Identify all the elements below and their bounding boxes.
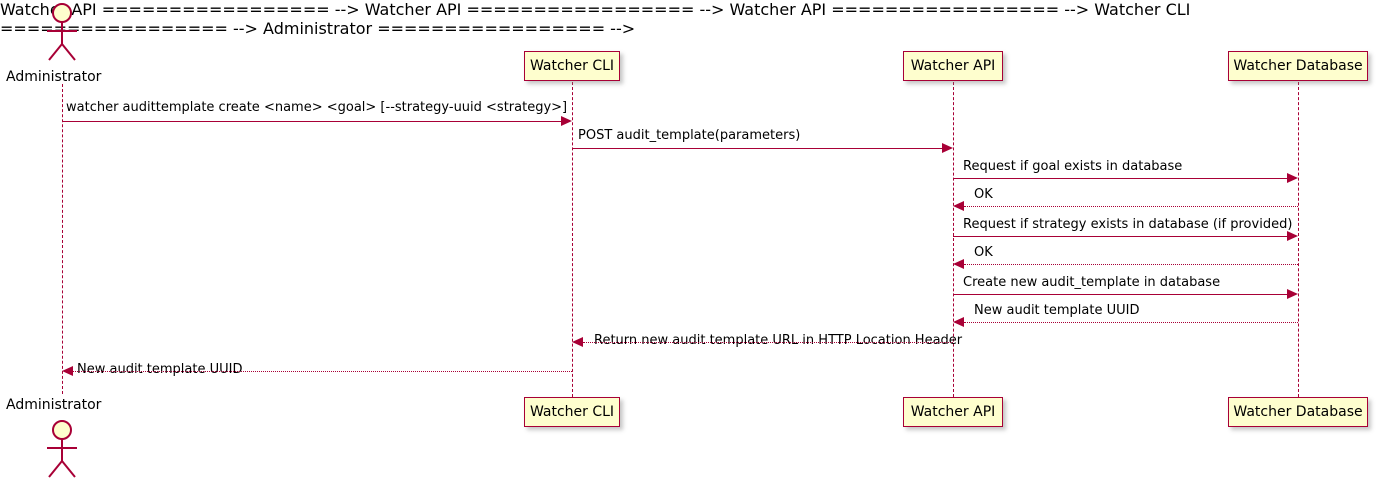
message-arrowhead-5	[1287, 231, 1298, 241]
message-label-10: New audit template UUID	[77, 362, 243, 377]
message-line-5	[953, 236, 1288, 237]
message-line-1	[62, 121, 562, 122]
participant-box-watcher-cli-bottom[interactable]: Watcher CLI	[524, 397, 620, 427]
actor-figure-icon	[47, 420, 77, 478]
message-arrowhead-10	[62, 366, 73, 376]
message-line-2	[572, 148, 943, 149]
message-label-9: Return new audit template URL in HTTP Lo…	[594, 333, 963, 348]
participant-box-watcher-api-top[interactable]: Watcher API	[903, 51, 1003, 81]
message-arrowhead-3	[1287, 173, 1298, 183]
participant-box-watcher-database-top[interactable]: Watcher Database	[1228, 51, 1368, 81]
message-line-3	[953, 178, 1288, 179]
participant-label-watcher-cli-top: Watcher CLI	[529, 58, 615, 74]
message-label-3: Request if goal exists in database	[963, 159, 1183, 174]
message-label-1: watcher audittemplate create <name> <goa…	[66, 100, 568, 115]
message-line-9	[583, 342, 953, 343]
message-label-8: New audit template UUID	[974, 303, 1140, 318]
message-arrowhead-8	[953, 317, 964, 327]
participant-label-watcher-api-bottom: Watcher API	[910, 404, 996, 420]
participant-box-watcher-database-bottom[interactable]: Watcher Database	[1228, 397, 1368, 427]
lifeline-administrator	[62, 84, 63, 394]
participant-box-watcher-cli-top[interactable]: Watcher CLI	[524, 51, 620, 81]
message-label-6: OK	[974, 245, 993, 260]
actor-administrator-bottom	[40, 418, 86, 483]
actor-figure-icon	[47, 3, 77, 61]
message-line-6	[964, 264, 1298, 265]
message-label-4: OK	[974, 187, 993, 202]
participant-label-watcher-cli-bottom: Watcher CLI	[529, 404, 615, 420]
message-line-7	[953, 294, 1288, 295]
message-line-4	[964, 206, 1298, 207]
participant-label-watcher-database-bottom: Watcher Database	[1233, 404, 1363, 420]
participant-label-watcher-api-top: Watcher API	[910, 58, 996, 74]
message-arrowhead-6	[953, 259, 964, 269]
message-arrowhead-4	[953, 201, 964, 211]
message-arrowhead-7	[1287, 289, 1298, 299]
message-label-7: Create new audit_template in database	[963, 275, 1221, 290]
message-line-10	[73, 371, 572, 372]
actor-administrator-top	[40, 2, 86, 66]
message-label-2: POST audit_template(parameters)	[578, 128, 801, 143]
message-arrowhead-9	[572, 337, 583, 347]
lifeline-watcher-database	[1298, 82, 1299, 397]
message-line-8	[964, 322, 1298, 323]
actor-label-administrator-bottom: Administrator	[6, 397, 102, 413]
message-arrowhead-1	[561, 116, 572, 126]
lifeline-watcher-api	[953, 82, 954, 397]
actor-label-administrator-top: Administrator	[6, 69, 102, 85]
lifeline-watcher-cli	[572, 82, 573, 397]
participant-label-watcher-database-top: Watcher Database	[1233, 58, 1363, 74]
message-label-5: Request if strategy exists in database (…	[963, 217, 1293, 232]
message-arrowhead-2	[942, 143, 953, 153]
participant-box-watcher-api-bottom[interactable]: Watcher API	[903, 397, 1003, 427]
